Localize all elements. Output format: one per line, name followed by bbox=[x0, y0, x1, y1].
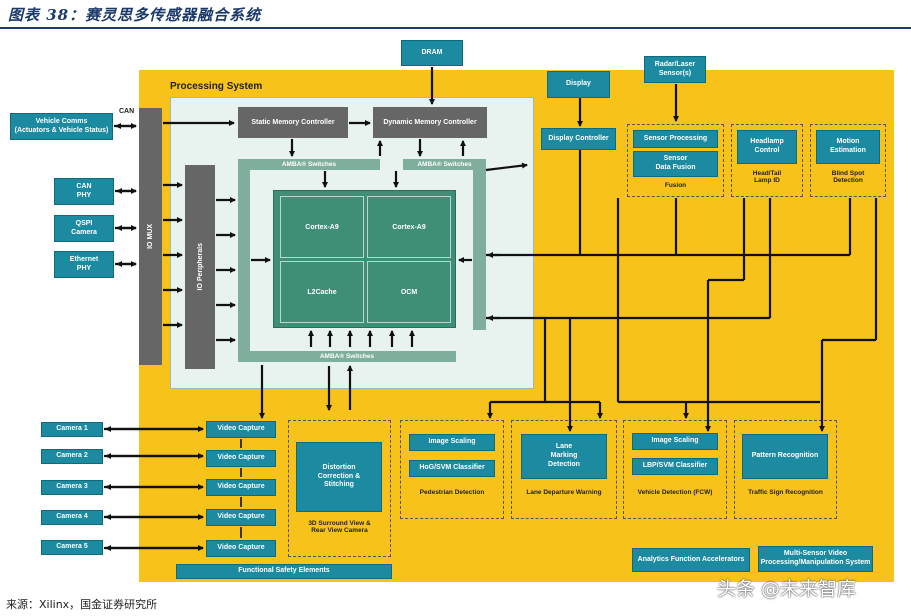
processing-system-label: Processing System bbox=[170, 81, 263, 92]
qspi-camera-block: QSPI Camera bbox=[54, 215, 114, 242]
fusion-group bbox=[627, 124, 724, 197]
traffic-sign-group bbox=[734, 420, 837, 519]
io-mux-block: IO MUX bbox=[139, 108, 162, 365]
pedestrian-group bbox=[400, 420, 504, 519]
analytics-accelerators-block: Analytics Function Accelerators bbox=[632, 548, 750, 572]
display-controller-block: Display Controller bbox=[541, 128, 616, 150]
headlamp-control-block: Headlamp Control bbox=[737, 130, 797, 164]
headtail-lamp-label: Head/Tail Lamp ID bbox=[752, 170, 782, 184]
lane-marking-detection-block: Lane Marking Detection bbox=[521, 434, 607, 479]
camera-1-block: Camera 1 bbox=[41, 422, 103, 437]
traffic-sign-label: Traffic Sign Recognition bbox=[748, 489, 823, 496]
lbp-svm-classifier-block: LBP/SVM Classifier bbox=[632, 458, 718, 475]
amba-switches-bottom: AMBA® Switches bbox=[238, 351, 456, 362]
ethernet-phy-block: Ethernet PHY bbox=[54, 251, 114, 278]
vehicle-comms-block: Vehicle Comms (Actuators & Vehicle Statu… bbox=[10, 113, 113, 140]
can-phy-block: CAN PHY bbox=[54, 178, 114, 205]
video-capture-2: Video Capture bbox=[206, 450, 276, 467]
sensor-data-fusion-block: Sensor Data Fusion bbox=[633, 151, 718, 177]
hog-svm-classifier-block: HoG/SVM Classifier bbox=[409, 460, 495, 477]
cortex-a9-core-1: Cortex-A9 bbox=[280, 196, 364, 258]
watermark: 头条 @未来智库 bbox=[717, 578, 857, 600]
io-peripherals-block: IO Peripherals bbox=[185, 165, 215, 369]
blind-spot-label: Blind Spot Detection bbox=[831, 170, 865, 184]
image-scaling-2-block: Image Scaling bbox=[632, 433, 718, 450]
dram-block: DRAM bbox=[401, 40, 463, 66]
video-capture-1: Video Capture bbox=[206, 421, 276, 438]
radar-laser-sensor-block: Radar/Laser Sensor(s) bbox=[644, 56, 706, 83]
figure-title: 图表 38：赛灵思多传感器融合系统 bbox=[8, 6, 262, 24]
camera-5-block: Camera 5 bbox=[41, 540, 103, 555]
pedestrian-detection-label: Pedestrian Detection bbox=[419, 489, 485, 496]
title-rule bbox=[0, 27, 911, 29]
vehicle-detection-label: Vehicle Detection (FCW) bbox=[637, 489, 713, 496]
video-capture-5: Video Capture bbox=[206, 540, 276, 557]
functional-safety-block: Functional Safety Elements bbox=[176, 564, 392, 579]
lane-departure-label: Lane Departure Warning bbox=[526, 489, 602, 496]
distortion-correction-block: Distortion Correction & Stitching bbox=[296, 442, 382, 512]
amba-switches-top-right: AMBA® Switches bbox=[403, 159, 486, 170]
motion-estimation-block: Motion Estimation bbox=[816, 130, 880, 164]
display-block: Display bbox=[547, 71, 610, 98]
can-label: CAN bbox=[119, 108, 135, 115]
l2cache-block: L2Cache bbox=[280, 261, 364, 323]
sensor-processing-block: Sensor Processing bbox=[633, 130, 718, 148]
camera-2-block: Camera 2 bbox=[41, 449, 103, 464]
surround-view-group bbox=[288, 420, 391, 557]
cortex-a9-core-2: Cortex-A9 bbox=[367, 196, 451, 258]
lane-departure-group bbox=[511, 420, 617, 519]
static-memory-controller: Static Memory Controller bbox=[238, 107, 348, 138]
fusion-label: Fusion bbox=[664, 182, 687, 189]
video-capture-4: Video Capture bbox=[206, 509, 276, 526]
multi-sensor-video-block: Multi-Sensor Video Processing/Manipulati… bbox=[758, 546, 873, 572]
source-note: 来源：Xilinx，国金证券研究所 bbox=[6, 598, 158, 611]
camera-4-block: Camera 4 bbox=[41, 510, 103, 525]
dynamic-memory-controller: Dynamic Memory Controller bbox=[373, 107, 487, 138]
camera-3-block: Camera 3 bbox=[41, 480, 103, 495]
pattern-recognition-block: Pattern Recognition bbox=[742, 434, 828, 479]
amba-frame-right bbox=[473, 159, 486, 330]
vehicle-detection-group bbox=[623, 420, 727, 519]
video-capture-3: Video Capture bbox=[206, 479, 276, 496]
headlamp-group bbox=[731, 124, 803, 197]
blind-spot-group bbox=[810, 124, 886, 197]
amba-switches-top-left: AMBA® Switches bbox=[238, 159, 380, 170]
surround-view-label: 3D Surround View & Rear View Camera bbox=[308, 520, 371, 534]
image-scaling-1-block: Image Scaling bbox=[409, 434, 495, 451]
amba-frame-left bbox=[238, 160, 250, 362]
ocm-block: OCM bbox=[367, 261, 451, 323]
